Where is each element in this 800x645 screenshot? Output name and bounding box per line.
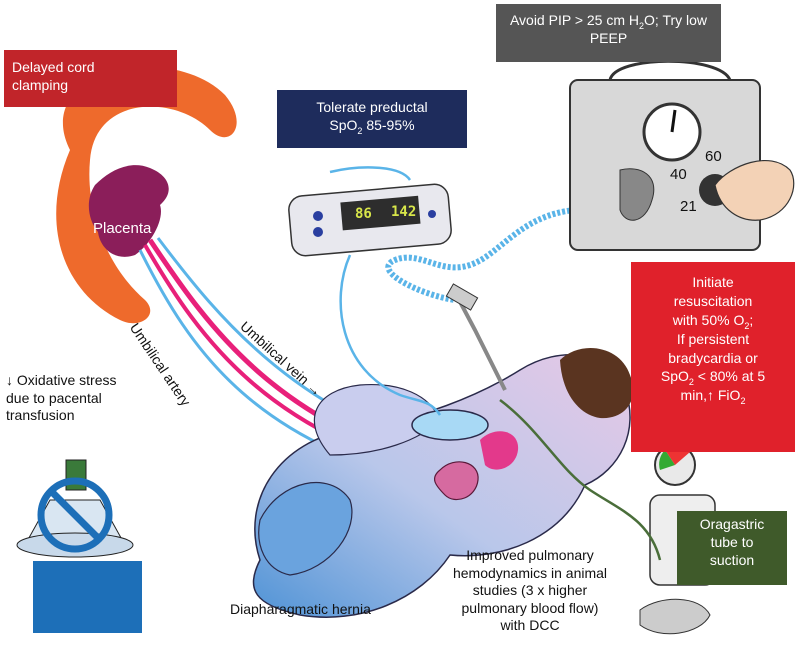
dcc-line2: clamping [12,77,69,94]
hemo-l4: pulmonary blood flow) [461,599,599,616]
ventilator-port [619,168,655,221]
preductal-spo2-callout: Tolerate preductal SpO2 85-95% [277,90,467,148]
baby-head-hair [560,348,634,419]
resus-l6-sub: 2 [688,377,694,388]
resus-l1: Initiate [692,274,734,290]
resus-l7a: min,↑ FiO [680,387,741,404]
spo2-readout: 86 [355,206,372,222]
placenta-membrane [56,66,237,324]
orogastric-tube [499,399,662,561]
resus-l7-sub: 2 [740,396,746,407]
hemo-l5: with DCC [500,617,560,633]
ox-line2: due to pacental [6,389,102,406]
bowel [433,461,479,501]
dial-label-60: 60 [705,148,722,165]
oga-line1: Oragastric [699,516,765,532]
pip-text-a: Avoid PIP > 25 cm H [509,12,640,28]
resus-l5: bradycardia or [668,349,758,366]
spo2-line2a: SpO [329,117,358,134]
ventilator-tube [385,207,576,303]
resus-l4: If persistent [676,330,750,347]
resus-l3a: with 50% O [672,311,745,328]
pulmonary-hemodynamics-label: Improved pulmonary hemodynamics in anima… [450,547,610,635]
placenta-body [88,165,169,257]
spo2-line1: Tolerate preductal [316,99,428,115]
oga-line2: tube to [710,534,754,551]
hemo-l1: Improved pulmonary [466,547,594,563]
orogastric-tube-callout: Oragastric tube to suction [677,511,787,585]
oximeter-screen [340,195,421,231]
oximeter-button-1 [313,211,323,221]
heart [480,431,519,470]
resuscitation-callout: Initiate resuscitation with 50% O2; If p… [631,262,795,452]
resus-l6a: SpO [660,368,689,385]
hemo-l2: hemodynamics in animal [452,564,608,581]
no-symbol-icon [37,477,113,553]
baby-arm [313,383,441,456]
baby-leg [258,482,353,576]
pip-text-line2: PEEP [589,30,628,47]
endotracheal-tube [456,297,507,391]
pip-sub: 2 [639,20,645,31]
blue-panel [33,561,142,633]
resus-l2: resuscitation [673,292,753,309]
ventilator-handle [608,59,732,81]
resus-l3-sub: 2 [744,320,750,331]
oximeter-sensor-cable [339,254,442,416]
placenta-label: Placenta [93,220,152,237]
tube-connector [445,283,479,311]
hand [714,160,795,221]
diaphragmatic-hernia-label: Diapharagmatic hernia [230,601,371,617]
gauge-needle [670,109,677,133]
oximeter-cable [329,166,412,181]
delayed-cord-clamping-callout: Delayed cord clamping [4,50,177,107]
oxidative-stress-label: ↓ Oxidative stress due to pacental trans… [6,372,206,425]
hemo-l3: studies (3 x higher [472,582,588,598]
pip-callout: Avoid PIP > 25 cm H2O; Try low PEEP [496,4,721,62]
suction-gauge-dial-green [659,450,675,470]
ox-line1: ↓ Oxidative stress [6,372,117,388]
resus-l3b: ; [749,311,754,328]
oximeter-button-3 [428,210,436,218]
no-symbol-slash [49,489,101,541]
spo2-line2b: 85-95% [362,117,415,134]
oga-line3: suction [709,552,755,569]
spo2-sub: 2 [357,125,363,136]
petri-dish [16,532,134,558]
lung [411,409,489,441]
heart-rate-readout: 142 [391,204,417,220]
dial-label-40: 40 [670,166,687,183]
oximeter-button-2 [313,227,323,237]
ox-line3: transfusion [6,407,75,423]
resus-l6b: < 80% at 5 [693,368,766,385]
dial-label-21: 21 [680,198,697,215]
suction-bag [639,598,711,635]
pip-text-b: O; Try low [644,12,708,28]
dcc-line1: Delayed cord [12,59,95,75]
